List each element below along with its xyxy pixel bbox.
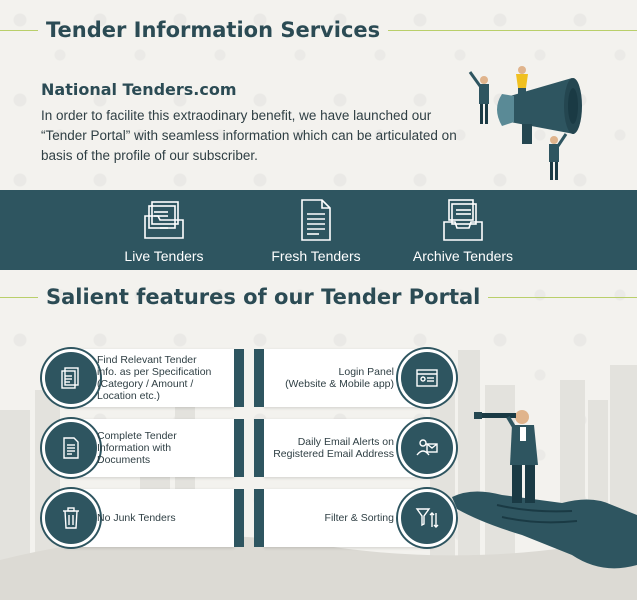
feature-accent-bar <box>234 349 244 407</box>
feature-text: Login Panel (Website & Mobile app) <box>285 366 394 390</box>
page-title: Tender Information Services <box>46 18 381 42</box>
section-heading-services: Tender Information Services <box>0 18 637 42</box>
trash-icon <box>63 507 79 529</box>
intro-paragraph: In order to facilite this extraodinary b… <box>41 108 457 163</box>
feature-icon-disc <box>42 489 100 547</box>
service-label: Fresh Tenders <box>271 248 361 264</box>
feature-text: No Junk Tenders <box>97 512 176 524</box>
filter-sort-icon <box>415 508 439 528</box>
document-icon <box>63 437 79 459</box>
feature-icon-disc <box>398 489 456 547</box>
service-label: Live Tenders <box>124 248 204 264</box>
feature-item-filter-sorting: Filter & Sorting <box>254 489 456 547</box>
features-title: Salient features of our Tender Portal <box>46 285 481 309</box>
archive-tenders-link[interactable]: Archive Tenders <box>393 190 533 270</box>
feature-item-no-junk: No Junk Tenders <box>42 489 244 547</box>
document-icon <box>301 199 331 241</box>
feature-accent-bar <box>234 419 244 477</box>
feature-text: Complete Tender Information with Documen… <box>97 430 177 466</box>
archive-tray-icon <box>443 199 483 241</box>
feature-item-relevant-info: Find Relevant Tender info. as per Specif… <box>42 349 244 407</box>
folder-files-icon <box>144 201 184 239</box>
feature-text: Daily Email Alerts on Registered Email A… <box>273 436 394 460</box>
section-heading-features: Salient features of our Tender Portal <box>0 285 637 309</box>
feature-accent-bar <box>254 419 264 477</box>
feature-item-email-alerts: Daily Email Alerts on Registered Email A… <box>254 419 456 477</box>
telescope-businessman-illustration <box>452 410 637 569</box>
service-label: Archive Tenders <box>412 248 514 264</box>
feature-icon-disc <box>42 349 100 407</box>
services-band: Live Tenders Fresh Tenders <box>0 190 637 270</box>
heading-rule-left <box>0 29 38 31</box>
heading-rule-right <box>488 296 637 298</box>
megaphone-people-illustration <box>468 66 582 180</box>
document-stack-icon <box>61 367 79 389</box>
heading-rule-right <box>388 29 637 31</box>
feature-accent-bar <box>254 349 264 407</box>
feature-icon-disc <box>398 349 456 407</box>
email-alert-icon <box>416 439 438 456</box>
feature-text: Filter & Sorting <box>324 512 394 524</box>
brand-subtitle: National Tenders.com <box>41 80 237 99</box>
feature-item-login-panel: Login Panel (Website & Mobile app) <box>254 349 456 407</box>
feature-text: Find Relevant Tender info. as per Specif… <box>97 354 212 402</box>
heading-rule-left <box>0 296 38 298</box>
live-tenders-link[interactable]: Live Tenders <box>94 190 234 270</box>
feature-item-complete-info: Complete Tender Information with Documen… <box>42 419 244 477</box>
login-panel-icon <box>416 369 438 387</box>
feature-accent-bar <box>234 489 244 547</box>
fresh-tenders-link[interactable]: Fresh Tenders <box>246 190 386 270</box>
feature-icon-disc <box>398 419 456 477</box>
feature-accent-bar <box>254 489 264 547</box>
feature-icon-disc <box>42 419 100 477</box>
